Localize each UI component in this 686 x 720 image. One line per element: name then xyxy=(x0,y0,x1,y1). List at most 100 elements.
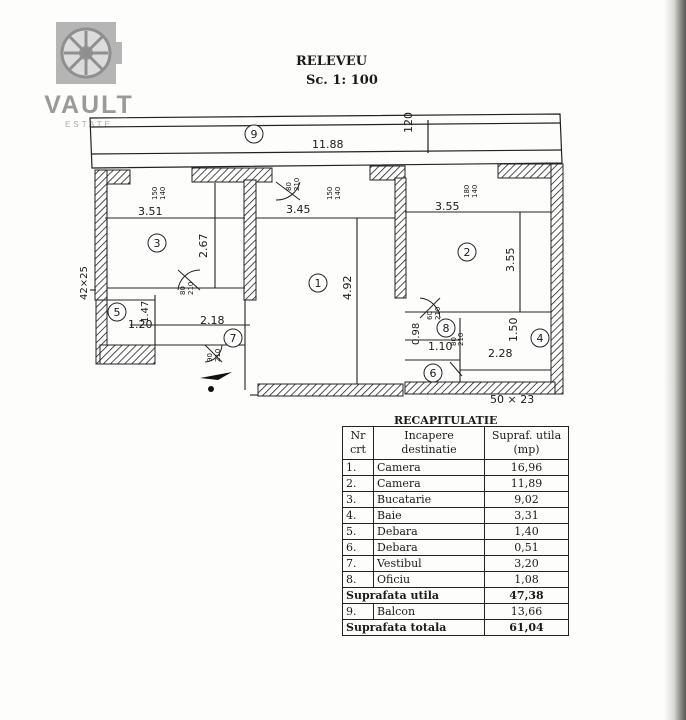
bottom-dimension: 50 × 23 xyxy=(490,393,534,406)
window-height: 140 xyxy=(334,187,342,200)
row-value: 9,02 xyxy=(484,491,569,508)
row-value: 16,96 xyxy=(484,459,569,476)
table-row: 2. Camera 11,89 xyxy=(342,475,569,492)
door-width: 80 xyxy=(179,286,187,295)
header-nr: Nr crt xyxy=(342,426,374,460)
row-nr: 6. xyxy=(342,539,374,556)
row-value: 0,51 xyxy=(484,539,569,556)
balcon-length: 11.88 xyxy=(312,138,344,151)
table-row: 4. Baie 3,31 xyxy=(342,507,569,524)
door-width: 80 xyxy=(450,337,458,346)
table-row: 1. Camera 16,96 xyxy=(342,459,569,476)
scale-label: Sc. 1: 100 xyxy=(306,73,378,88)
r2-height: 3.55 xyxy=(504,248,517,273)
vault-estate-logo: VAULT ESTATE xyxy=(34,16,144,134)
vault-door-icon xyxy=(56,22,122,84)
row-value: 3,20 xyxy=(484,555,569,572)
balcon-depth: 120 xyxy=(402,112,415,133)
room-3-number: 3 xyxy=(154,237,161,250)
row-value: 1,40 xyxy=(484,523,569,540)
row-nr: 7. xyxy=(342,555,374,572)
window-width: 150 xyxy=(326,187,334,200)
room-4-number: 4 xyxy=(537,332,544,345)
door-swings xyxy=(177,181,463,377)
r8-height: 0.98 xyxy=(411,323,422,345)
row-name: Debara xyxy=(373,523,485,540)
row-name: Vestibul xyxy=(373,555,485,572)
r3-height: 2.67 xyxy=(197,234,210,259)
row-name: Oficiu xyxy=(373,571,485,588)
document-title: RELEVEU xyxy=(296,54,368,69)
row-name: Camera xyxy=(373,475,485,492)
row-name: Debara xyxy=(373,539,485,556)
door-height: 210 xyxy=(187,282,195,295)
room-7-number: 7 xyxy=(230,332,237,345)
totala-row: Suprafata totala 61,04 xyxy=(342,619,569,636)
r1-height: 4.92 xyxy=(341,276,354,301)
plan-dimensions: 11.88 120 3.51 2.67 3.45 4.92 3.55 3.55 … xyxy=(79,112,534,406)
door-width: 60 xyxy=(426,311,434,320)
room-6-number: 6 xyxy=(430,367,437,380)
recap-title: RECAPITULATIE xyxy=(394,414,498,427)
r5-height: 1.47 xyxy=(140,301,151,323)
r4-width: 2.28 xyxy=(488,347,513,360)
row-value: 11,89 xyxy=(484,475,569,492)
row-name: Baie xyxy=(373,507,485,524)
r7-width: 2.18 xyxy=(200,314,225,327)
row-nr: 3. xyxy=(342,491,374,508)
row-nr: 9. xyxy=(342,603,374,620)
room-markers xyxy=(107,124,550,383)
door-height: 210 xyxy=(214,349,222,362)
table-row: 7. Vestibul 3,20 xyxy=(342,555,569,572)
row-value: 3,31 xyxy=(484,507,569,524)
header-supraf: Supraf. utila (mp) xyxy=(484,426,569,460)
row-value: 1,08 xyxy=(484,571,569,588)
room-2-number: 2 xyxy=(464,246,471,259)
header-incapere: Incapere destinatie xyxy=(373,426,485,460)
recap-table: Nr crt Incapere destinatie Supraf. utila… xyxy=(342,426,569,636)
table-row: 3. Bucatarie 9,02 xyxy=(342,491,569,508)
balcony-outline xyxy=(89,113,563,169)
r5-width: 1.20 xyxy=(128,318,153,331)
utila-value: 47,38 xyxy=(484,587,569,604)
row-nr: 5. xyxy=(342,523,374,540)
r2-width: 3.55 xyxy=(435,200,460,213)
room-1-number: 1 xyxy=(315,277,322,290)
room-5-number: 5 xyxy=(114,306,121,319)
logo-name: VAULT xyxy=(44,91,134,119)
door-width: 90 xyxy=(206,353,214,362)
r8-width: 1.10 xyxy=(428,340,453,353)
door-height: 210 xyxy=(434,307,442,320)
row-name: Bucatarie xyxy=(373,491,485,508)
plan-interior-lines xyxy=(90,183,551,396)
door-height: 210 xyxy=(457,333,465,346)
balcon-row: 9. Balcon 13,66 xyxy=(342,603,569,620)
row-name: Balcon xyxy=(373,603,485,620)
table-row: 6. Debara 0,51 xyxy=(342,539,569,556)
room-9-number: 9 xyxy=(251,128,258,141)
utila-row: Suprafata utila 47,38 xyxy=(342,587,569,604)
r3-width: 3.51 xyxy=(138,205,163,218)
window-height: 140 xyxy=(471,185,479,198)
recap-header-row: Nr crt Incapere destinatie Supraf. utila… xyxy=(342,426,569,460)
scan-edge-shadow xyxy=(664,0,686,720)
table-row: 8. Oficiu 1,08 xyxy=(342,571,569,588)
totala-label: Suprafata totala xyxy=(342,619,485,636)
window-width: 180 xyxy=(463,185,471,198)
door-width: 80 xyxy=(285,182,293,191)
totala-value: 61,04 xyxy=(484,619,569,636)
row-value: 13,66 xyxy=(484,603,569,620)
row-nr: 8. xyxy=(342,571,374,588)
side-dimension: 42×25 xyxy=(79,266,90,300)
table-row: 5. Debara 1,40 xyxy=(342,523,569,540)
room-8-number: 8 xyxy=(443,322,450,335)
logo-subtitle: ESTATE xyxy=(65,120,113,129)
opening-annotations: 80 210 150 140 150 140 180 140 80 210 90… xyxy=(151,178,479,362)
door-height: 210 xyxy=(293,178,301,191)
row-nr: 1. xyxy=(342,459,374,476)
plan-walls xyxy=(94,163,564,397)
row-name: Camera xyxy=(373,459,485,476)
r4-height: 1.50 xyxy=(507,318,520,343)
